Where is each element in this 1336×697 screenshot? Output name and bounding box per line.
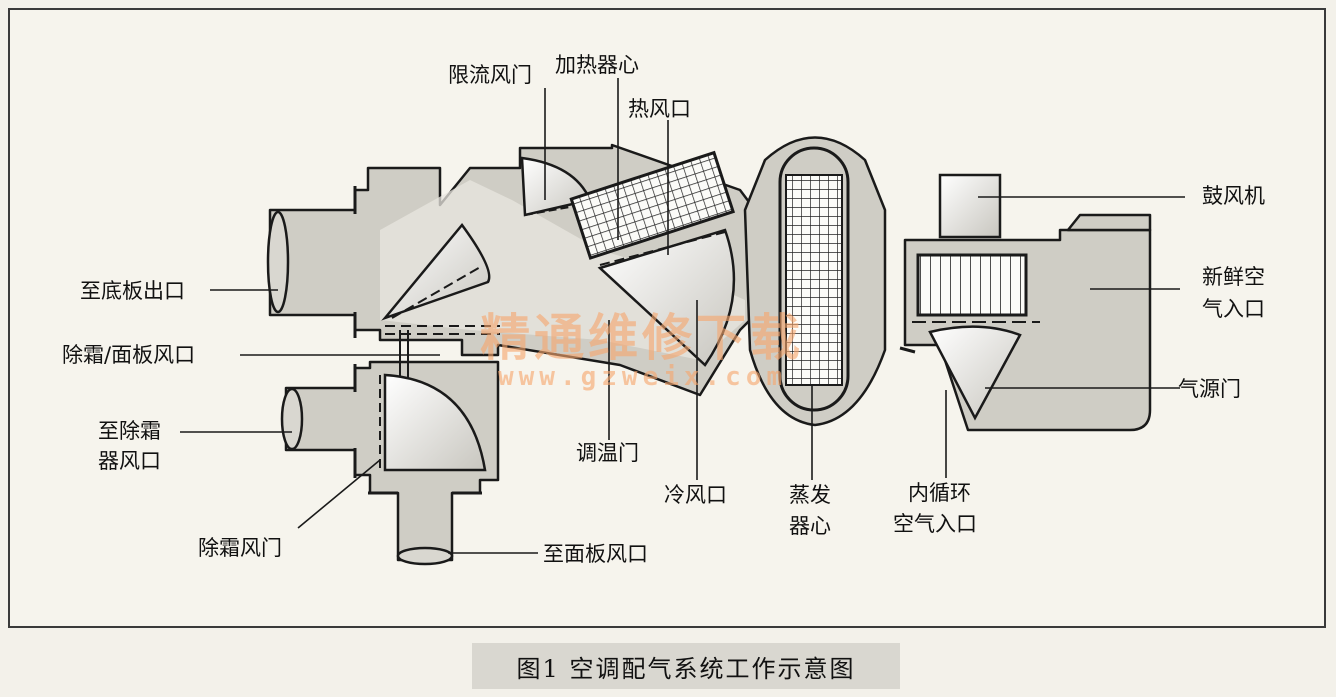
label-to-defrost-line2: 器风口 — [98, 449, 161, 473]
label-fresh-air-line2: 气入口 — [1202, 297, 1265, 321]
label-to-floor-outlet: 至底板出口 — [80, 279, 185, 303]
temp-door-fan — [597, 228, 736, 367]
label-evaporator-line2: 器心 — [789, 514, 831, 538]
air-source-door-fan — [928, 325, 1022, 421]
watermark-text: 精通维修下载 — [480, 309, 804, 367]
defrost-door-fan — [379, 373, 487, 472]
label-cold-air-port: 冷风口 — [664, 483, 727, 507]
label-to-panel-outlet: 至面板风口 — [543, 542, 648, 566]
panel-outlet-end — [396, 546, 454, 566]
flanges — [353, 186, 482, 495]
heater-core-grid — [569, 150, 736, 260]
figure-caption: 图1 空调配气系统工作示意图 — [472, 643, 900, 689]
label-fresh-air-line1: 新鲜空 — [1202, 265, 1265, 289]
floor-flap — [381, 222, 491, 321]
label-hot-air-port: 热风口 — [628, 97, 691, 121]
label-recirc-line1: 内循环 — [908, 481, 971, 505]
label-defrost-panel-door: 除霜/面板风口 — [62, 343, 196, 367]
defrost-outlet-end — [280, 387, 304, 451]
label-limit-flow-door: 限流风门 — [448, 63, 532, 87]
floor-outlet-end — [266, 210, 290, 314]
label-to-defrost-line1: 至除霜 — [98, 419, 161, 443]
evaporator-core — [778, 146, 850, 412]
watermark-url: www.gzweix.com — [498, 362, 788, 392]
blower-motor — [912, 173, 1060, 323]
label-heater-core: 加热器心 — [555, 53, 639, 77]
label-air-source-door: 气源门 — [1178, 377, 1241, 401]
label-defrost-door: 除霜风门 — [198, 536, 282, 560]
label-recirc-line2: 空气入口 — [893, 512, 977, 536]
label-blower: 鼓风机 — [1202, 184, 1265, 208]
label-temp-door: 调温门 — [576, 441, 639, 465]
leader-lines — [180, 78, 1185, 554]
label-evaporator-line1: 蒸发 — [789, 483, 831, 507]
